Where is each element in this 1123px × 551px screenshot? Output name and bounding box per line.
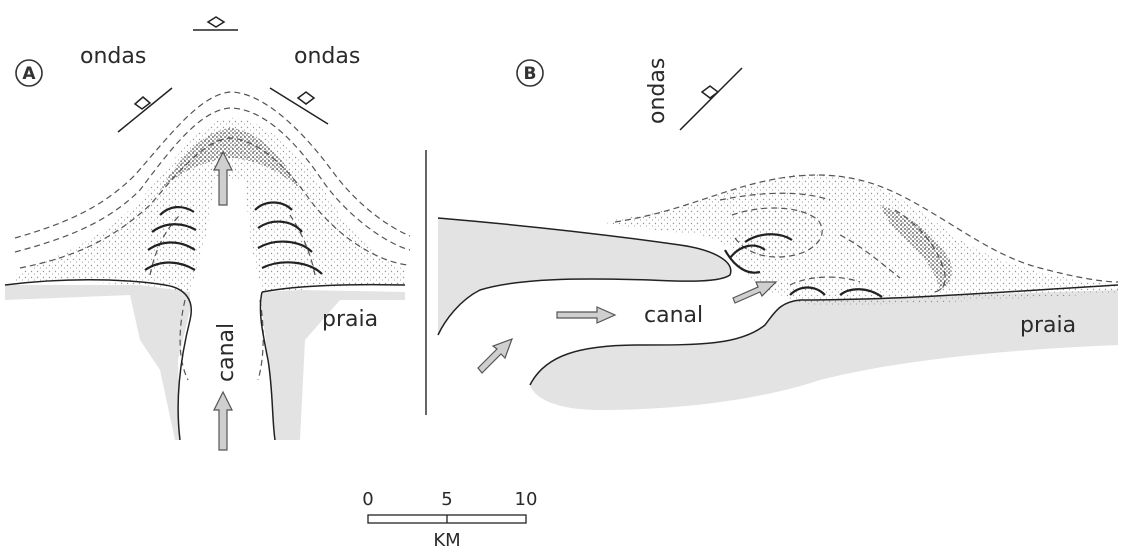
- beach-label-b: praia: [1020, 313, 1076, 338]
- flood-arrow-1-b: [557, 307, 615, 323]
- ebb-flow-arrow-bottom-a: [214, 392, 232, 450]
- wave-crest-top-a: [193, 17, 238, 30]
- scale-unit: KM: [433, 530, 460, 551]
- channel-label-a: canal: [214, 323, 239, 382]
- wave-crest-right-a: [270, 88, 328, 124]
- panel-b-badge: B: [517, 60, 543, 86]
- scale-bar: 0 5 10 KM: [362, 489, 537, 551]
- beach-land-lower-b: [530, 290, 1118, 410]
- shoreline-a: [5, 280, 405, 440]
- panel-b: B ondas canal praia: [438, 58, 1118, 410]
- delta-lobe-b: [600, 174, 1118, 305]
- wave-crest-left-a: [118, 88, 172, 132]
- beach-land-left-a: [5, 285, 190, 440]
- svg-text:A: A: [22, 64, 36, 84]
- scale-tick-5: 5: [441, 489, 452, 510]
- scale-tick-10: 10: [515, 489, 538, 510]
- panel-a: A ondas ondas praia canal: [5, 17, 410, 450]
- waves-label-left-a: ondas: [80, 44, 146, 69]
- waves-label-b: ondas: [645, 58, 670, 124]
- flood-arrow-2-b: [478, 339, 512, 373]
- svg-text:B: B: [524, 64, 537, 84]
- scale-tick-0: 0: [362, 489, 373, 510]
- beach-label-a: praia: [322, 307, 378, 332]
- channel-label-b: canal: [644, 303, 703, 328]
- flood-arrow-3-b: [733, 282, 776, 303]
- panel-a-badge: A: [16, 60, 42, 86]
- waves-label-right-a: ondas: [294, 44, 360, 69]
- wave-crest-b: [680, 68, 742, 130]
